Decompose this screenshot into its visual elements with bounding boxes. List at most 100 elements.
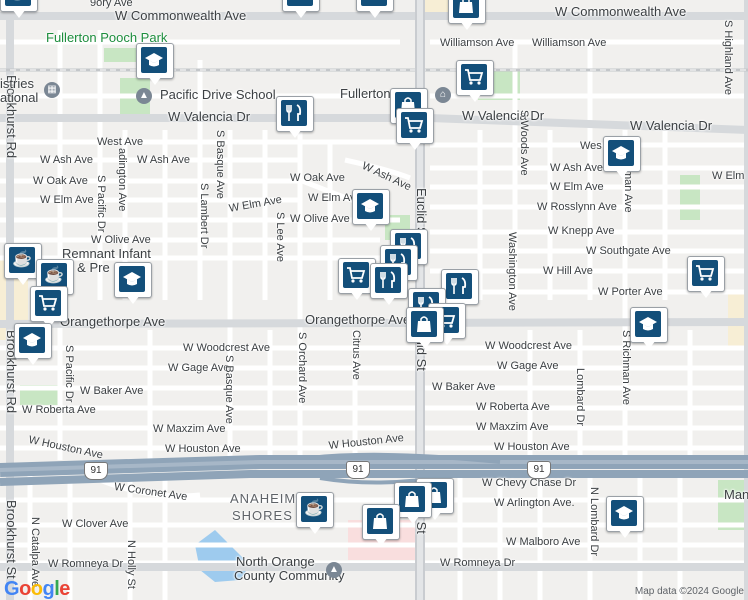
grocery-marker[interactable]: [396, 108, 434, 152]
street-label: W Knepp Ave: [548, 225, 615, 237]
street-label: W Elm: [712, 170, 745, 182]
street-label: W Hill Ave: [543, 265, 593, 277]
coffee-cup-icon: ☕: [41, 263, 67, 289]
fork-knife-icon: [375, 267, 401, 293]
street-label: S Pacific Dr: [95, 175, 107, 233]
place-label: Remnant Infant: [62, 246, 151, 261]
street-label: Citrus Ave: [350, 330, 362, 380]
street-label: W Valencia Dr: [630, 118, 713, 133]
grocery-marker[interactable]: [30, 286, 68, 330]
school-marker[interactable]: [14, 323, 52, 367]
place-label: North Orange: [236, 554, 315, 569]
street-label: W Elm Ave: [308, 192, 362, 204]
map-attribution[interactable]: Map data ©2024 Google: [634, 586, 744, 597]
graduation-cap-icon: [141, 47, 167, 73]
cafe-marker[interactable]: ☕: [4, 243, 42, 287]
highway-91-shield: 91: [84, 462, 108, 480]
street-label: W Houston Ave: [494, 441, 570, 453]
grocery-marker[interactable]: [338, 258, 376, 302]
place-label: istries: [0, 76, 34, 91]
street-label: W Baker Ave: [432, 381, 496, 393]
shopping-cart-icon: [35, 290, 61, 316]
street-label: W Commonwealth Ave: [115, 8, 247, 23]
street-label: Orangethorpe Ave: [60, 314, 166, 329]
shopping-bag-marker[interactable]: [394, 482, 432, 526]
restaurant-marker[interactable]: [276, 96, 314, 140]
graduation-cap-icon: [287, 0, 313, 6]
street-label: Lombard Dr: [574, 368, 586, 427]
cafe-marker[interactable]: ☕: [0, 0, 38, 20]
street-label: S Lee Ave: [274, 212, 286, 262]
place-label: ational: [0, 90, 39, 105]
street-label: W Valencia Dr: [168, 109, 251, 124]
street-label: N Catalpa Ave: [29, 517, 41, 588]
shopping-bag-marker[interactable]: [362, 504, 400, 548]
school-marker[interactable]: [136, 43, 174, 87]
street-label: S Orchard Ave: [296, 332, 308, 404]
street-label: W Woodcrest Ave: [183, 342, 271, 354]
school-marker[interactable]: [114, 262, 152, 306]
place-label: Pacific Drive School: [160, 87, 276, 102]
street-label: W Maxzim Ave: [153, 423, 226, 435]
street-label: N Lombard Dr: [588, 487, 600, 557]
street-label: S Woods Ave: [518, 110, 530, 176]
shopping-cart-icon: [343, 262, 369, 288]
shopping-cart-icon: [692, 260, 718, 286]
google-logo[interactable]: Google: [4, 578, 70, 600]
street-label: W Gage Ave: [497, 360, 559, 372]
street-label: W Romneya Dr: [48, 558, 124, 570]
shopping-bag-marker[interactable]: [406, 307, 444, 351]
coffee-cup-icon: ☕: [301, 496, 327, 522]
shopping-cart-icon: [461, 64, 487, 90]
cafe-marker[interactable]: ☕: [296, 492, 334, 536]
coffee-cup-icon: ☕: [9, 247, 35, 273]
shopping-cart-icon: [401, 112, 427, 138]
street-label: W Oak Ave: [33, 175, 88, 187]
street-label: W Ash Ave: [137, 154, 190, 166]
street-label: N Holly St: [125, 540, 137, 589]
street-label: W Baker Ave: [80, 385, 144, 397]
graduation-cap-icon: [357, 193, 383, 219]
street-label: W Romneya Dr: [440, 557, 516, 569]
school-marker[interactable]: [282, 0, 320, 20]
grocery-marker[interactable]: [456, 60, 494, 104]
street-label: W Ash Ave: [550, 162, 603, 174]
street-label: W Rosslynn Ave: [537, 201, 617, 213]
grocery-marker[interactable]: [687, 256, 725, 300]
street-label: S Basque Ave: [214, 130, 226, 199]
street-label: W Elm Ave: [550, 181, 604, 193]
school-marker[interactable]: [352, 189, 390, 233]
street-label: W Chevy Chase Dr: [482, 477, 577, 489]
street-label: W Valencia Dr: [462, 108, 545, 123]
school-marker[interactable]: [356, 0, 394, 20]
school-marker[interactable]: [630, 307, 668, 351]
shopping-bag-marker[interactable]: [448, 0, 486, 32]
shopping-bag-icon: [411, 311, 437, 337]
street-label: W Roberta Ave: [476, 401, 550, 413]
area-label: ANAHEIM: [230, 491, 297, 506]
fork-knife-icon: [446, 273, 472, 299]
street-label: Orangethorpe Ave: [305, 312, 411, 327]
street-label: W Olive Ave: [290, 213, 350, 225]
school-marker[interactable]: [603, 136, 641, 180]
school-marker[interactable]: [606, 496, 644, 540]
street-label: Wes: [580, 140, 602, 152]
street-label: W Southgate Ave: [586, 245, 671, 257]
street-label: adington Ave: [116, 148, 128, 212]
place-label: County Community: [234, 568, 345, 583]
graduation-cap-icon: [635, 311, 661, 337]
place-label: Manza: [724, 487, 748, 502]
cafe-marker[interactable]: ☕: [36, 259, 74, 303]
street-label: S Highland Ave: [722, 20, 734, 96]
area-label: SHORES: [232, 508, 293, 523]
street-label: W Elm Ave: [40, 194, 94, 206]
street-label: W Arlington Ave.: [494, 497, 575, 509]
school-poi-icon: ▲: [326, 562, 342, 578]
shopping-bag-icon: [399, 486, 425, 512]
street-label: W Houston Ave: [165, 443, 241, 455]
restaurant-marker[interactable]: [370, 263, 408, 307]
street-label: Washington Ave: [506, 232, 518, 311]
graduation-cap-icon: [119, 266, 145, 292]
graduation-cap-icon: [608, 140, 634, 166]
